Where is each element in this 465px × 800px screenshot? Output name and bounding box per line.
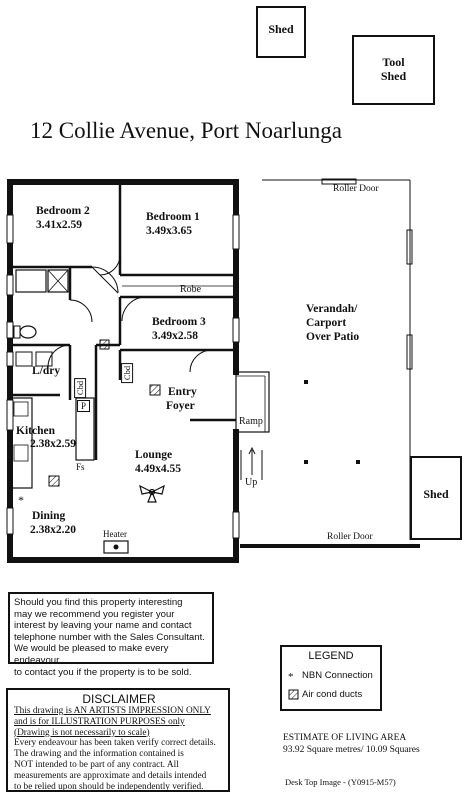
lounge-label: Lounge [135,449,173,461]
legend-aircon-label: Air cond ducts [302,689,363,700]
disclaimer-underlined-line: and is for ILLUSTRATION PURPOSES only [14,716,185,727]
bedroom-1-size: 3.49x3.65 [146,225,192,237]
verandah-label-3: Over Patio [306,331,360,343]
legend-nbn-label: NBN Connection [302,670,373,681]
entry-foyer-label-2: Foyer [166,400,195,412]
bedroom-1-label: Bedroom 1 [146,211,200,223]
tool-shed-label-1: Tool [382,55,405,69]
page-title: 12 Collie Avenue, Port Noarlunga [30,118,342,143]
roller-door-bottom-label: Roller Door [327,532,373,542]
notice-line: We would be pleased to make every endeav… [14,643,169,666]
bedroom-2-size: 3.41x2.59 [36,219,82,231]
tool-shed-label-2: Shed [380,69,407,83]
ramp-label: Ramp [239,416,263,427]
entry-foyer-label-1: Entry [168,386,197,398]
dining-label: Dining [32,510,66,522]
disclaimer-line: NOT intended to be part of any contract.… [14,759,179,770]
shed-top [256,6,306,58]
disclaimer-line: measurements are approximate and details… [14,770,207,781]
estimate-title: ESTIMATE OF LIVING AREA [283,733,407,743]
bedroom-2-label: Bedroom 2 [36,205,90,217]
disclaimer: DISCLAIMER This drawing is AN ARTISTS IM… [6,688,230,792]
interest-notice: Should you find this property interestin… [8,592,214,678]
up-label: Up [245,477,258,488]
lounge-size: 4.49x4.55 [135,463,181,475]
bedroom-3-size: 3.49x2.58 [152,330,198,342]
shed-right-label: Shed [423,487,449,501]
bedroom-3-label: Bedroom 3 [152,316,206,328]
legend-nbn-symbol: * [288,671,294,683]
cupboard-label-2: Cbd [74,377,87,399]
shed-right [410,456,462,540]
disclaimer-underlined-line: This drawing is AN ARTISTS IMPRESSION ON… [14,706,211,716]
roller-door-top-label: Roller Door [333,184,379,194]
fridge-space-label: Fs [76,462,85,472]
robe-label: Robe [180,284,202,295]
notice-line: telephone number with the Sales Consulta… [14,631,205,643]
legend-title: LEGEND [308,650,354,662]
pantry-label: P [77,400,91,412]
notice-line: interest by leaving your name and contac… [14,620,192,632]
heater-label: Heater [103,529,127,539]
dining-size: 2.38x2.20 [30,524,76,536]
disclaimer-line: to be relied upon should be independentl… [14,781,204,792]
verandah-label-1: Verandah/ [306,303,358,315]
estimate-value: 93.92 Square metres/ 10.09 Squares [283,745,420,755]
notice-line: may we recommend you register your [14,608,175,620]
cupboard-label-1: Cbd [121,362,134,384]
notice-line: Should you find this property interestin… [14,597,183,608]
tool-shed [352,35,435,105]
notice-line: to contact you if the property is to be … [14,666,192,678]
kitchen-label: Kitchen [16,425,55,437]
verandah-label-2: Carport [306,317,347,329]
disclaimer-title: DISCLAIMER [82,692,156,706]
legend [280,645,382,711]
nbn-marker: * [18,493,24,507]
laundry-label: L/dry [32,365,61,377]
disclaimer-underlined-line: (Drawing is not necessarily to scale) [14,727,150,738]
disclaimer-line: The drawing and the information containe… [14,749,184,760]
shed-top-label: Shed [268,22,294,36]
footer-reference: Desk Top Image - (Y0915-M57) [285,777,396,787]
kitchen-size: 2.38x2.59 [30,438,76,450]
disclaimer-line: Every endeavour has been taken verify co… [14,738,216,749]
